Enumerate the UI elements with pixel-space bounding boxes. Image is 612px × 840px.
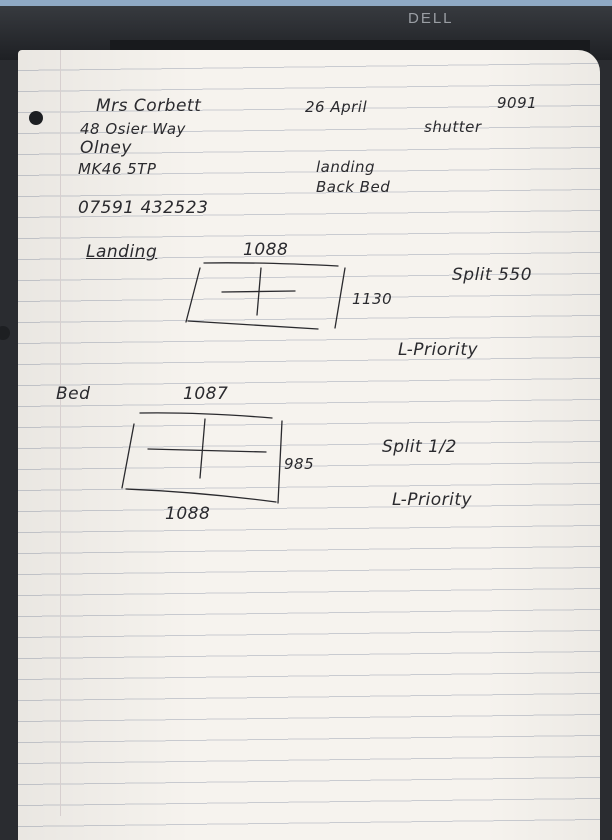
window-label: Bed — [56, 384, 91, 404]
address-line2: Olney — [80, 138, 132, 158]
window-width: 1087 — [183, 384, 229, 404]
window-split: Split 1/2 — [382, 437, 457, 457]
window-priority: L-Priority — [398, 340, 479, 360]
rooms-line1: landing — [316, 158, 376, 176]
window-split: Split 550 — [452, 265, 533, 285]
date: 26 April — [305, 98, 368, 116]
customer-name: Mrs Corbett — [96, 96, 202, 116]
rooms-line2: Back Bed — [316, 178, 391, 196]
window-sketch-landing — [185, 262, 346, 330]
punch-hole — [29, 111, 43, 125]
laptop-screen-edge — [0, 0, 612, 6]
laptop-logo: DELL — [408, 10, 454, 27]
reference-number: 9091 — [497, 94, 538, 112]
product-type: shutter — [424, 118, 482, 136]
window-sketch-bed — [121, 412, 283, 504]
notebook-page — [18, 50, 600, 840]
window-sketches — [121, 262, 346, 504]
window-height: 1130 — [352, 290, 393, 308]
punch-hole — [0, 326, 10, 340]
window-label: Landing — [86, 242, 158, 262]
postcode: MK46 5TP — [78, 160, 157, 178]
window-priority: L-Priority — [392, 490, 473, 510]
margin-line — [60, 50, 61, 816]
window-height: 985 — [284, 455, 315, 473]
phone-number: 07591 432523 — [78, 198, 209, 218]
address-line1: 48 Osier Way — [80, 120, 186, 138]
window-width-bottom: 1088 — [165, 504, 211, 524]
window-width: 1088 — [243, 240, 289, 260]
